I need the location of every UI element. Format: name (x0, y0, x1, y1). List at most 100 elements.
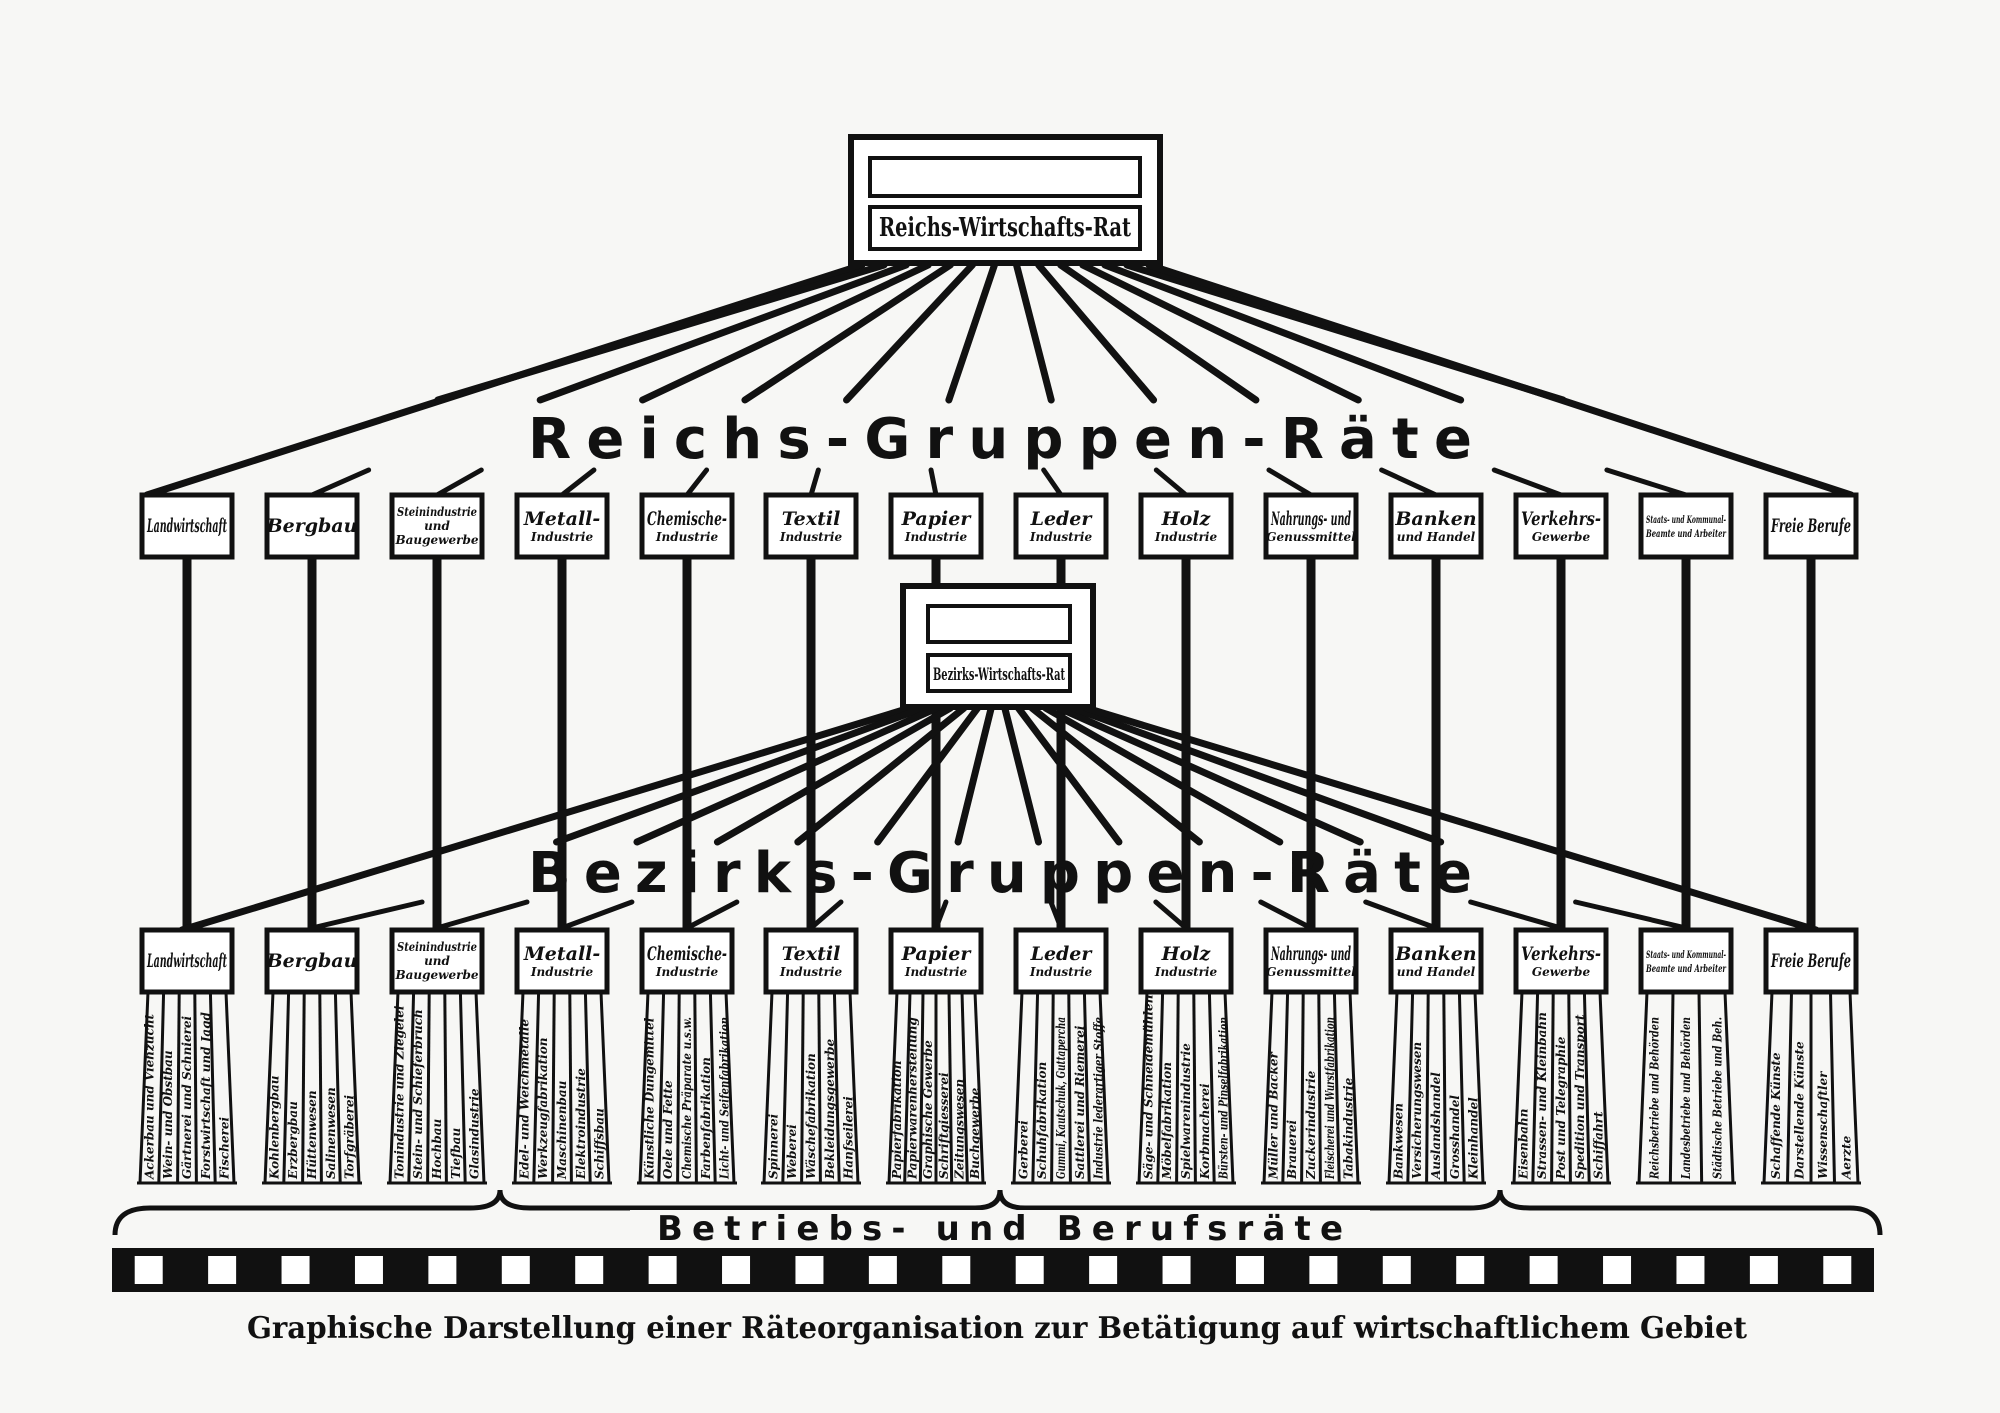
sub-category-divider (1137, 991, 1149, 1184)
connector-lines (143, 261, 1855, 935)
sub-category-divider (301, 991, 306, 1184)
sub-category-divider (583, 991, 592, 1184)
bezirks-group-box-label: Genussmittel (1266, 965, 1356, 979)
sub-category-divider (903, 991, 912, 1184)
sub-category-divider (1332, 991, 1341, 1184)
sub-category-divider (1668, 991, 1675, 1184)
sub-category-divider (762, 991, 774, 1184)
sub-category-divider (947, 991, 954, 1184)
sub-category-divider (551, 991, 556, 1184)
reichs-group-box-label: Genussmittel (1266, 530, 1356, 544)
sub-category-divider (918, 991, 925, 1184)
checker-squares (134, 1256, 1852, 1284)
sub-category-divider (318, 991, 323, 1184)
sub-category-divider (568, 991, 573, 1184)
sub-category-label: Farbenfabrikation (699, 1057, 713, 1180)
sub-category-label: Stein- und Schieferbruch (411, 1009, 425, 1179)
sub-category-label: Bekleidungsgewerbe (823, 1038, 837, 1180)
sub-category-divider (724, 991, 736, 1184)
sub-category-divider (1067, 991, 1072, 1184)
sub-category-divider (657, 991, 666, 1184)
sub-category-divider (1829, 991, 1836, 1184)
bezirks-group-box-label: Metall- (523, 943, 601, 965)
sub-category-divider (1156, 991, 1165, 1184)
reichs-group-box: Freie Berufe (1763, 492, 1859, 560)
bezirks-group-box-label: Holz (1161, 943, 1212, 965)
sub-category-label: Wein- und Obstbau (161, 1050, 175, 1179)
bezirks-group-box-label: Landwirtschaft (147, 950, 228, 972)
sub-category-label: Bürsten- und Pinselfabrikation (1217, 1017, 1231, 1180)
sub-category-divider (817, 991, 822, 1184)
reichs-group-box-frame (514, 492, 610, 560)
sub-category-label: Tiefbau (449, 1128, 463, 1179)
sub-category-divider (599, 991, 611, 1184)
sub-category-divider (208, 991, 217, 1184)
sub-category-divider (443, 991, 448, 1184)
reichs-tick-line (1379, 467, 1439, 498)
sub-category-divider (1098, 991, 1110, 1184)
bezirks-group-box: Verkehrs-Gewerbe (1513, 927, 1609, 995)
reichs-group-box: Bergbau (264, 492, 360, 560)
bezirks-gruppen-raete-heading: Bezirks-Gruppen-Räte (528, 841, 1472, 906)
sub-category-label: Kleinhandel (1467, 1097, 1481, 1180)
reichs-fan-line (1057, 261, 1260, 404)
bezirks-fan-line (1055, 704, 1364, 846)
sub-category-label: Wäschefabrikation (804, 1053, 818, 1179)
reichs-fan-line (945, 261, 998, 404)
bezirks-group-box-frame (1263, 927, 1359, 995)
reichs-group-box-label: Freie Berufe (1770, 515, 1851, 537)
bezirks-group-box-label: Bergbau (266, 950, 358, 972)
bezirks-group-box-label: Steinindustrie (397, 940, 477, 954)
bezirks-group-box-label: Staats- und Kommunal- (1646, 950, 1726, 961)
checker-square (281, 1256, 310, 1284)
sub-category-label: Schriftgiesserei (937, 1072, 951, 1179)
bezirks-group-box-frame (1013, 927, 1109, 995)
reichs-group-box-label: Beamte und Arbeiter (1645, 529, 1726, 540)
betriebs-brace (112, 1189, 1883, 1236)
reichs-group-box-frame (139, 492, 235, 560)
reichs-tick-line (1604, 467, 1689, 498)
reichs-fan-line (434, 261, 888, 404)
sub-category-divider (1550, 991, 1555, 1184)
bezirks-tick-line (434, 899, 530, 931)
bezirks-group-box: Chemische-Industrie (639, 927, 735, 995)
sub-category-divider (1457, 991, 1466, 1184)
bezirks-group-box-label: Industrie (779, 965, 843, 979)
sub-category-divider (973, 991, 985, 1184)
sub-category-label: Aerzte (1839, 1135, 1853, 1180)
sub-category-label: Werkzeugfabrikation (536, 1038, 550, 1179)
sub-category-label: Grosshandel (1448, 1095, 1462, 1179)
sub-category-label: Spielwarenindustrie (1179, 1043, 1193, 1179)
checker-square (1529, 1256, 1558, 1284)
bezirks-group-box-label: Textil (782, 943, 841, 965)
sub-category-label: Elektroindustrie (574, 1068, 588, 1180)
sub-category-label: Schiffsbau (593, 1108, 607, 1179)
sub-category-divider (282, 991, 291, 1184)
bezirks-wirtschafts-rat-label: Bezirks-Wirtschafts-Rat (933, 665, 1065, 685)
bezirks-fan-line (633, 704, 941, 846)
bezirks-group-box-frame (1513, 927, 1609, 995)
sub-category-divider (848, 991, 860, 1184)
bezirks-group-box-label: Leder (1030, 943, 1094, 965)
sub-category-divider (458, 991, 467, 1184)
sub-category-divider (1442, 991, 1447, 1184)
checker-square (1382, 1256, 1411, 1284)
reichs-group-box: Verkehrs-Gewerbe (1513, 492, 1609, 560)
reichs-group-box-frame (1138, 492, 1234, 560)
sub-category-divider (1387, 991, 1399, 1184)
reichs-group-box: Chemische-Industrie (639, 492, 735, 560)
checker-square (1089, 1256, 1118, 1284)
sub-category-label: Bankwesen (1391, 1103, 1405, 1180)
sub-category-divider (513, 991, 525, 1184)
reichs-fan-line (843, 261, 976, 404)
sub-category-label: Schiffahrt (1592, 1111, 1606, 1179)
checker-square (1235, 1256, 1264, 1284)
reichs-group-box-label: und (424, 519, 450, 533)
bezirks-fan-line (1001, 704, 1043, 846)
